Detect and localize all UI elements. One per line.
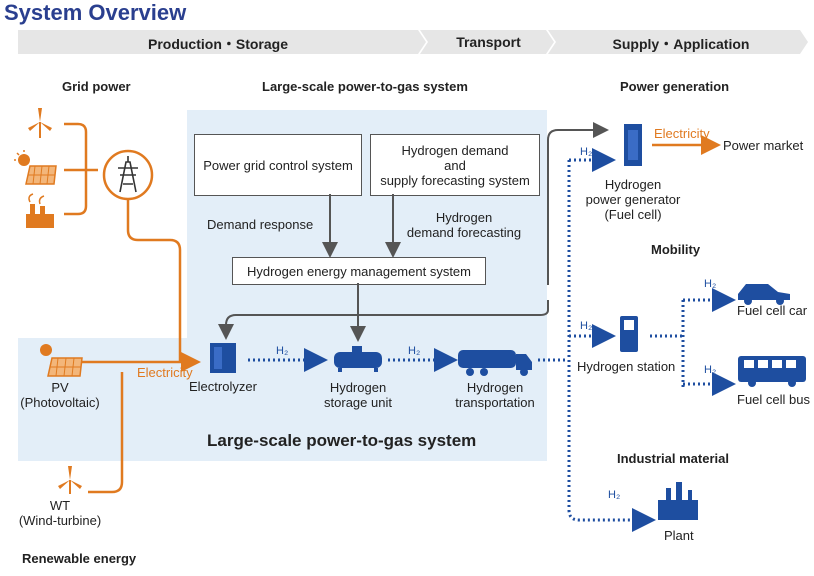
wt-label: WT (Wind-turbine) [18,498,102,528]
wt-icon [58,466,82,494]
storage-unit-label: Hydrogen storage unit [324,380,392,410]
p2g-header: Large-scale power-to-gas system [262,79,468,94]
fuel-cell-bus-label: Fuel cell bus [737,392,810,407]
solar-panel-icon [14,150,57,185]
industrial-material-header: Industrial material [617,451,729,466]
phase-bands: Production・Storage Transport Supply・Appl… [18,30,808,54]
fuel-cell-car-icon [738,284,790,305]
h2-label-plant: H₂ [608,489,621,501]
grid-power-header: Grid power [62,79,131,94]
grid-control-system-box: Power grid control system [194,134,362,196]
grid-power-connectors [64,122,98,216]
band-supply-application: Supply・Application [612,36,750,52]
truck-icon [458,350,532,376]
power-generation-header: Power generation [620,79,730,94]
h2-label-car: H₂ [704,278,717,290]
fuel-cell-bus-icon [738,356,806,387]
p2g-caption: Large-scale power-to-gas system [207,431,477,450]
band-transport: Transport [456,34,521,50]
demand-forecasting-label: Hydrogen demand forecasting [406,210,522,240]
demand-forecast-system-box: Hydrogen demand and supply forecasting s… [370,134,540,196]
demand-response-label: Demand response [207,217,314,232]
hydrogen-station-label: Hydrogen station [577,359,676,374]
hydrogen-station-icon [620,316,638,352]
phase-band-shapes [18,30,808,54]
fuel-cell-car-label: Fuel cell car [737,303,808,318]
electrolyzer-label: Electrolyzer [189,379,257,394]
grid-to-electrolyzer-line [72,199,201,494]
plant-icon [658,482,698,520]
h2-label-station: H₂ [580,320,593,332]
hydrogen-flows [248,148,736,532]
energy-management-system-box: Hydrogen energy management system [232,257,486,285]
renewable-energy-header: Renewable energy [22,551,137,566]
pv-icon [40,344,83,377]
band-production-storage: Production・Storage [147,36,288,52]
power-plant-icon [26,193,54,228]
transportation-label: Hydrogen transportation [455,380,535,410]
storage-unit-icon [334,346,382,372]
power-market-label: Power market [723,138,804,153]
wind-turbine-icon [28,108,52,138]
fuel-cell-generator-label: Hydrogen power generator (Fuel cell) [585,177,681,222]
electrolyzer-icon [210,343,236,373]
pv-label: PV (Photovoltaic) [20,380,100,410]
page-title: System Overview [4,0,187,25]
h2-label-generator: H₂ [580,146,593,158]
fuel-cell-generator-icon [624,124,642,166]
control-arrows [218,122,609,342]
plant-label: Plant [664,528,694,543]
grid-tower-icon [102,149,154,201]
h2-label-electrolyzer: H₂ [276,345,289,357]
h2-label-storage: H₂ [408,345,421,357]
mobility-header: Mobility [651,242,701,257]
h2-label-bus: H₂ [704,364,717,376]
electricity-label-left: Electricity [137,365,193,380]
electricity-label-right: Electricity [654,126,710,141]
